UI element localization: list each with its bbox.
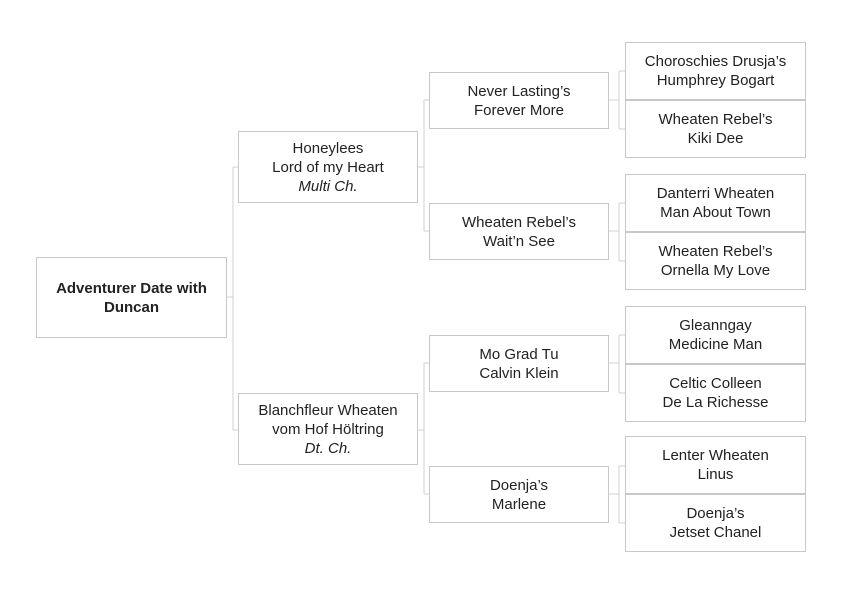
great-grandparent-name-line1: Celtic Colleen <box>669 375 762 392</box>
great-grandparent-name-line2: Man About Town <box>660 204 771 221</box>
great-grandparent-name-line2: Medicine Man <box>668 336 763 353</box>
great-grandparent-box: Danterri Wheaten Man About Town <box>625 174 806 232</box>
grandparent-box: Never Lasting’s Forever More <box>429 72 609 129</box>
great-grandparent-box: Gleanngay Medicine Man <box>625 306 806 364</box>
great-grandparent-box: Lenter Wheaten Linus <box>625 436 806 494</box>
great-grandparent-name-line1: Wheaten Rebel’s <box>658 111 773 128</box>
great-grandparent-box: Wheaten Rebel’s Kiki Dee <box>625 100 806 158</box>
sire-box: Honeylees Lord of my Heart Multi Ch. <box>238 131 418 203</box>
great-grandparent-box: Wheaten Rebel’s Ornella My Love <box>625 232 806 290</box>
grandparent-name-line2: Wait’n See <box>483 232 555 250</box>
great-grandparent-name-line2: Ornella My Love <box>660 262 771 279</box>
sire-name-line1: Honeylees <box>292 139 364 157</box>
great-grandparent-name-line1: Choroschies Drusja’s <box>644 53 787 70</box>
great-grandparent-name-line2: Humphrey Bogart <box>656 72 775 89</box>
great-grandparent-box: Doenja’s Jetset Chanel <box>625 494 806 552</box>
grandparent-name-line2: Calvin Klein <box>479 364 559 382</box>
grandparent-name-line2: Forever More <box>473 101 565 119</box>
grandparent-name-line1: Never Lasting’s <box>467 82 571 100</box>
grandparent-name-line1: Doenja’s <box>489 476 549 494</box>
grandparent-name-line1: Mo Grad Tu <box>479 345 559 363</box>
dog-name: Adventurer Date with Duncan <box>56 279 207 316</box>
great-grandparent-box: Choroschies Drusja’s Humphrey Bogart <box>625 42 806 100</box>
great-grandparent-name-line1: Gleanngay <box>679 317 752 334</box>
sire-title: Multi Ch. <box>298 177 358 195</box>
great-grandparent-name-line1: Danterri Wheaten <box>656 185 775 202</box>
great-grandparent-box: Celtic Colleen De La Richesse <box>625 364 806 422</box>
grandparent-box: Doenja’s Marlene <box>429 466 609 523</box>
sire-name-line2: Lord of my Heart <box>272 158 384 176</box>
great-grandparent-name-line1: Lenter Wheaten <box>662 447 769 464</box>
dam-name-line2: vom Hof Höltring <box>272 420 384 438</box>
great-grandparent-name-line2: De La Richesse <box>662 394 769 411</box>
grandparent-box: Mo Grad Tu Calvin Klein <box>429 335 609 392</box>
dam-title: Dt. Ch. <box>304 439 352 457</box>
great-grandparent-name-line1: Wheaten Rebel’s <box>658 243 773 260</box>
grandparent-box: Wheaten Rebel’s Wait’n See <box>429 203 609 260</box>
dam-name-line1: Blanchfleur Wheaten <box>258 401 398 419</box>
great-grandparent-name-line1: Doenja’s <box>686 505 745 522</box>
grandparent-name-line1: Wheaten Rebel’s <box>462 213 576 231</box>
grandparent-name-line2: Marlene <box>491 495 547 513</box>
dog-adventurer-date-with-duncan: Adventurer Date with Duncan <box>36 257 227 338</box>
great-grandparent-name-line2: Jetset Chanel <box>669 524 762 541</box>
great-grandparent-name-line2: Linus <box>697 466 734 483</box>
dam-box: Blanchfleur Wheaten vom Hof Höltring Dt.… <box>238 393 418 465</box>
great-grandparent-name-line2: Kiki Dee <box>687 130 744 147</box>
